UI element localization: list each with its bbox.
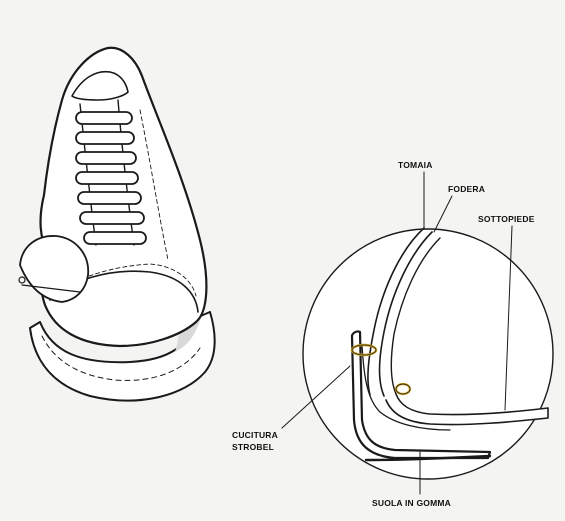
label-tomaia: TOMAIA: [398, 160, 433, 170]
leader-fodera: [434, 196, 452, 232]
shoe-sketch: [19, 48, 215, 401]
lace: [76, 152, 136, 164]
lace: [76, 112, 132, 124]
lace: [76, 132, 134, 144]
label-strobel: STROBEL: [232, 442, 274, 452]
label-suola: SUOLA IN GOMMA: [372, 498, 451, 508]
lace: [78, 192, 141, 204]
label-cucitura: CUCITURA: [232, 430, 278, 440]
shoe-cutaway-stitch: [19, 277, 25, 283]
detail-circle: [303, 229, 553, 479]
label-fodera: FODERA: [448, 184, 485, 194]
lace: [80, 212, 144, 224]
lace: [76, 172, 138, 184]
label-sottopiede: SOTTOPIEDE: [478, 214, 535, 224]
lace: [84, 232, 146, 244]
